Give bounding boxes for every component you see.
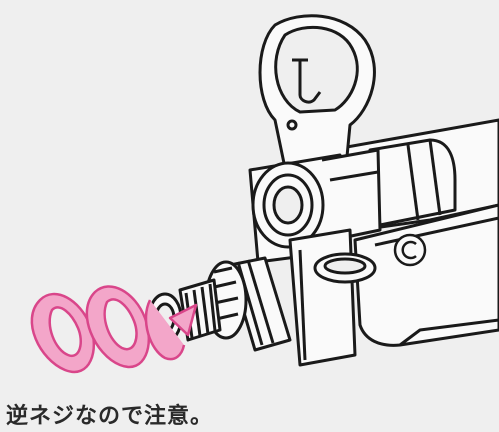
front-sight-housing [248, 14, 382, 367]
lower-handguard [353, 203, 499, 347]
sling-loop [313, 252, 377, 284]
circled-c-mark-icon [393, 233, 427, 267]
counterclockwise-spiral-arrow-icon [30, 285, 198, 374]
caption-text: 逆ネジなので注意。 [6, 404, 214, 429]
